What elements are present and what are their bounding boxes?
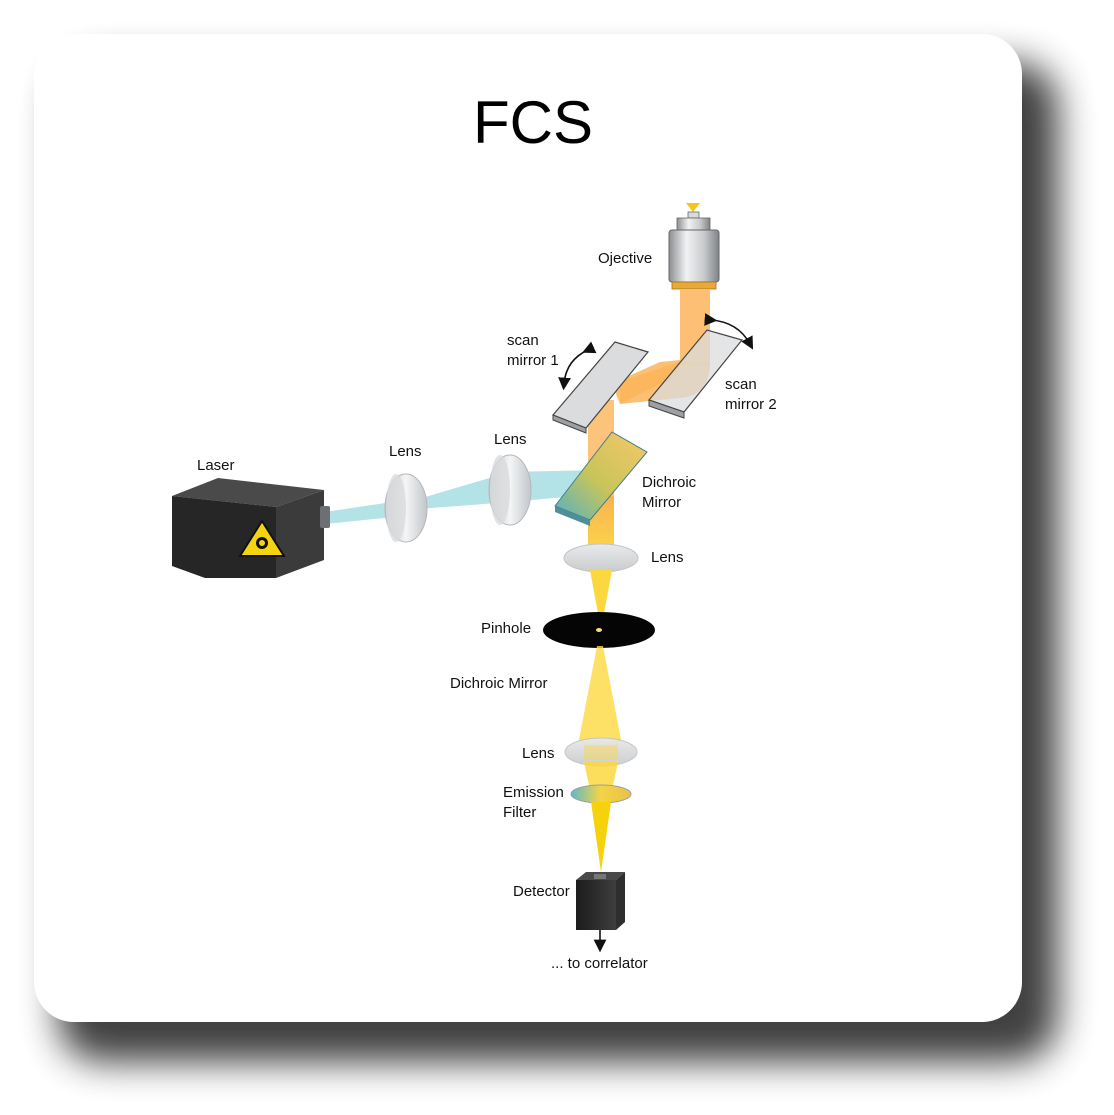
scan-mirror-1 — [551, 341, 650, 434]
lens-3 — [563, 543, 639, 573]
emission-beam-filtered — [584, 762, 618, 790]
laser — [172, 478, 330, 578]
label-scan-mirror-1-line1: scan — [507, 332, 539, 349]
rotation-arrow-icon — [558, 341, 597, 391]
emission-beam-upper — [588, 290, 710, 556]
label-lens-2: Lens — [494, 431, 527, 448]
emission-beam-focus — [590, 570, 612, 630]
label-emission-filter-line2: Filter — [503, 804, 536, 821]
label-detector: Detector — [513, 883, 570, 900]
diagram-title: FCS — [473, 89, 593, 156]
lens-2 — [488, 454, 532, 526]
label-scan-mirror-1-line2: mirror 1 — [507, 352, 559, 369]
label-scan-mirror-2-line2: mirror 2 — [725, 396, 777, 413]
emission-beam-detector — [591, 802, 611, 872]
label-emission-filter-line1: Emission — [503, 784, 564, 801]
label-scan-mirror-2-line1: scan — [725, 376, 757, 393]
label-dichroic-upper-line2: Mirror — [642, 494, 681, 511]
excitation-beam — [325, 470, 598, 524]
detector — [576, 872, 625, 953]
emission-beam-diverge — [578, 646, 622, 745]
label-to-correlator: ... to correlator — [551, 955, 648, 972]
label-laser: Laser — [197, 457, 235, 474]
label-dichroic-upper-line1: Dichroic — [642, 474, 697, 491]
rotation-arrow-icon — [704, 313, 754, 350]
lens-1 — [384, 473, 428, 543]
laser-warning-icon — [238, 519, 286, 557]
label-lens-1: Lens — [389, 443, 422, 460]
pinhole — [543, 612, 655, 648]
emission-filter — [570, 784, 632, 804]
lens-4 — [564, 737, 638, 767]
dichroic-mirror-upper — [554, 431, 648, 526]
label-objective: Ojective — [598, 250, 652, 267]
objective — [668, 203, 720, 290]
label-pinhole: Pinhole — [481, 620, 531, 637]
scan-mirror-2 — [647, 313, 754, 419]
label-lens-4: Lens — [522, 745, 555, 762]
label-dichroic-lower: Dichroic Mirror — [450, 675, 548, 692]
label-lens-3: Lens — [651, 549, 684, 566]
